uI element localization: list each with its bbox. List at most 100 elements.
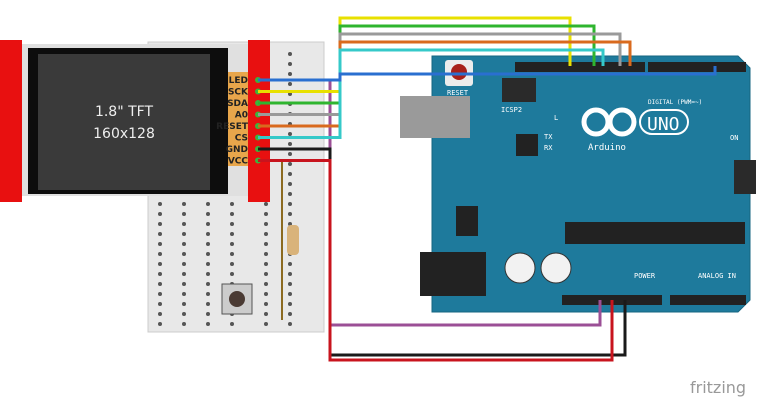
pushbutton[interactable] <box>221 283 253 315</box>
capacitor <box>540 252 572 284</box>
breadboard-hole <box>182 232 186 236</box>
led-rx-label: RX <box>544 144 553 152</box>
breadboard-hole <box>264 242 268 246</box>
reset-label: RESET <box>447 89 469 97</box>
breadboard-hole <box>288 62 292 66</box>
tft-resolution: 160x128 <box>93 126 155 142</box>
tft-pin-label: SCK <box>228 88 249 98</box>
breadboard-hole <box>264 252 268 256</box>
analog-header <box>670 295 746 305</box>
breadboard-hole <box>288 82 292 86</box>
breadboard-hole <box>206 272 210 276</box>
breadboard-hole <box>206 242 210 246</box>
breadboard-hole <box>288 192 292 196</box>
breadboard-hole <box>206 202 210 206</box>
capacitor <box>504 252 536 284</box>
breadboard-hole <box>264 272 268 276</box>
pushbutton-cap[interactable] <box>229 291 245 307</box>
breadboard-hole <box>158 232 162 236</box>
breadboard-hole <box>206 312 210 316</box>
breadboard-hole <box>158 282 162 286</box>
breadboard-hole <box>182 302 186 306</box>
breadboard-hole <box>264 222 268 226</box>
digital-header-high <box>515 62 645 72</box>
breadboard-hole <box>264 322 268 326</box>
breadboard-hole <box>182 262 186 266</box>
breadboard-hole <box>158 202 162 206</box>
breadboard-hole <box>230 262 234 266</box>
breadboard-hole <box>264 282 268 286</box>
breadboard-hole <box>288 212 292 216</box>
digital-label: DIGITAL (PWM=~) <box>648 99 702 106</box>
analog-label: ANALOG IN <box>698 272 736 280</box>
led-tx-label: TX <box>544 133 553 141</box>
reset-button-cap[interactable] <box>451 64 467 80</box>
led-l-label: L <box>554 114 558 122</box>
breadboard-hole <box>230 232 234 236</box>
breadboard-hole <box>182 212 186 216</box>
arduino-board <box>431 55 751 313</box>
microcontroller-chip <box>565 222 745 244</box>
breadboard-hole <box>206 222 210 226</box>
brand-label: Arduino <box>588 143 626 153</box>
wire-button-2 <box>258 66 717 82</box>
breadboard-hole <box>288 262 292 266</box>
tft-title: 1.8" TFT <box>95 104 154 120</box>
breadboard-hole <box>158 262 162 266</box>
breadboard-hole <box>182 312 186 316</box>
breadboard-hole <box>264 302 268 306</box>
breadboard-hole <box>158 302 162 306</box>
breadboard-hole <box>182 242 186 246</box>
breadboard-hole <box>288 52 292 56</box>
breadboard-hole <box>230 222 234 226</box>
breadboard-hole <box>158 272 162 276</box>
breadboard-hole <box>182 292 186 296</box>
breadboard-hole <box>230 252 234 256</box>
wires <box>258 16 717 362</box>
breadboard-hole <box>264 212 268 216</box>
breadboard-hole <box>206 282 210 286</box>
breadboard-hole <box>288 272 292 276</box>
breadboard-hole <box>206 322 210 326</box>
tft-pin-label: RESET <box>216 122 249 132</box>
breadboard-hole <box>230 202 234 206</box>
breadboard-hole <box>288 152 292 156</box>
power-label: POWER <box>634 272 656 280</box>
tft-pin-label: VCC <box>228 157 249 167</box>
led-on-label: ON <box>730 134 738 142</box>
usb-chip <box>516 134 538 156</box>
breadboard-hole <box>288 282 292 286</box>
breadboard-hole <box>182 282 186 286</box>
breadboard-hole <box>288 312 292 316</box>
tft-pin-label: SDA <box>227 99 248 109</box>
breadboard-hole <box>288 322 292 326</box>
icsp2-label: ICSP2 <box>501 106 522 114</box>
breadboard-hole <box>158 312 162 316</box>
breadboard-hole <box>288 292 292 296</box>
breadboard-hole <box>264 202 268 206</box>
digital-header-low <box>648 62 746 72</box>
model-label: UNO <box>647 114 680 135</box>
breadboard-hole <box>182 202 186 206</box>
breadboard-hole <box>158 252 162 256</box>
breadboard-hole <box>182 322 186 326</box>
breadboard-hole <box>264 232 268 236</box>
tft-pin-label-area <box>228 72 250 166</box>
breadboard-hole <box>230 212 234 216</box>
breadboard-hole <box>288 72 292 76</box>
tft-pin-label: GND <box>226 145 248 155</box>
breadboard-hole <box>230 272 234 276</box>
breadboard-hole <box>288 162 292 166</box>
breadboard-hole <box>288 172 292 176</box>
breadboard-hole <box>158 212 162 216</box>
breadboard-hole <box>158 222 162 226</box>
resistor <box>287 225 299 255</box>
breadboard-hole <box>206 262 210 266</box>
arduino-logo: UNO Arduino <box>581 107 689 153</box>
regulator <box>456 206 478 236</box>
breadboard-hole <box>264 262 268 266</box>
breadboard-hole <box>182 222 186 226</box>
usb-port <box>400 96 470 138</box>
breadboard-hole <box>206 302 210 306</box>
